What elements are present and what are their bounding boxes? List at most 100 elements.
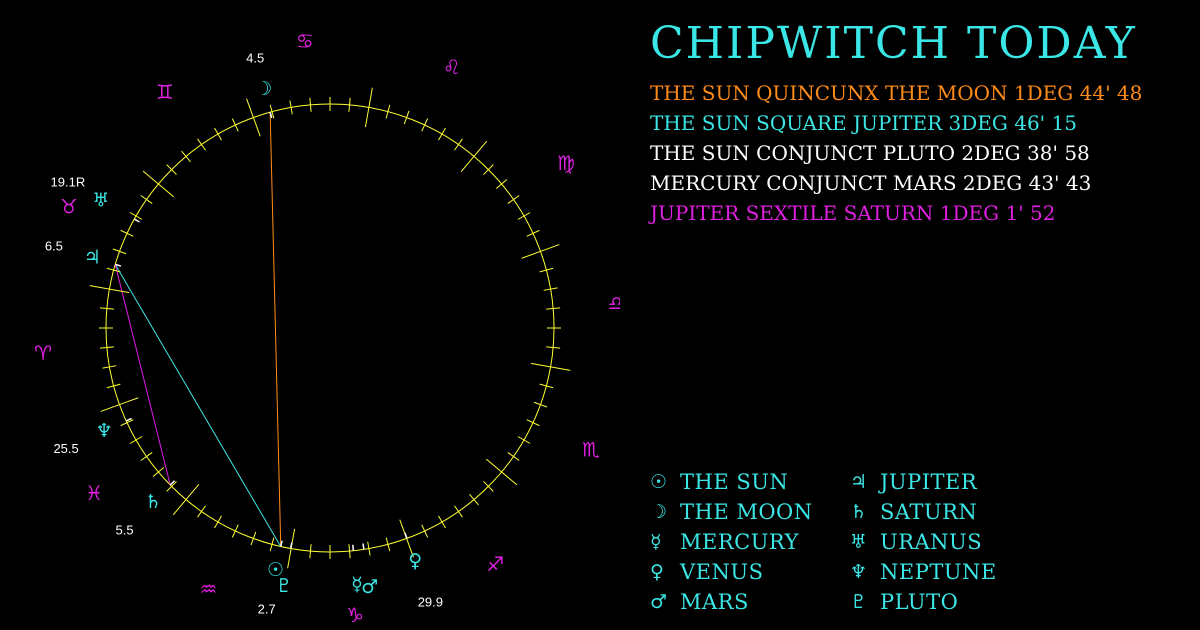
minor-tick	[546, 346, 561, 349]
legend-item: ♇PLUTO	[850, 587, 997, 617]
sun-moon-aspect-line	[269, 112, 282, 547]
minor-tick	[438, 515, 446, 529]
uranus-icon: ♅	[850, 531, 868, 553]
major-tick	[521, 244, 560, 259]
scorpio-icon: ♏	[582, 438, 600, 462]
sun-degree-label: 2.7	[258, 601, 276, 616]
zodiac-signs: ♈♉♊♋♌♍♎♏♐♑♒♓	[34, 29, 620, 627]
minor-tick	[546, 307, 561, 310]
sagittarius-icon: ♐	[486, 552, 504, 576]
neptune-position-marker	[125, 417, 132, 422]
minor-tick	[533, 401, 548, 408]
legend-item: ♂ MARS	[650, 587, 813, 617]
minor-tick	[231, 524, 239, 538]
minor-tick	[250, 531, 257, 546]
minor-tick	[495, 179, 508, 189]
minor-tick	[517, 436, 531, 444]
moon-icon: ☽	[255, 78, 272, 100]
uranus-icon: ♅	[93, 190, 110, 212]
minor-tick	[214, 515, 222, 529]
minor-tick	[483, 164, 494, 175]
legend-item: ♄ SATURN	[850, 497, 997, 527]
minor-tick	[517, 212, 531, 220]
minor-tick	[454, 505, 463, 518]
major-tick	[485, 458, 518, 486]
leo-icon: ♌	[443, 55, 461, 79]
minor-tick	[367, 541, 371, 556]
minor-tick	[152, 467, 165, 477]
minor-tick	[106, 383, 121, 389]
minor-tick	[197, 505, 206, 518]
minor-tick	[99, 307, 114, 310]
major-tick	[100, 397, 139, 412]
legend-label: NEPTUNE	[880, 560, 997, 584]
mars-icon: ♂	[650, 591, 668, 613]
planet-legend-left: ☉THE SUN☽THE MOON☿MERCURY♀VENUS♂MARS	[650, 467, 813, 617]
minor-tick	[438, 127, 446, 141]
aries-icon: ♈	[34, 341, 52, 365]
minor-tick	[214, 127, 222, 141]
minor-tick	[539, 383, 554, 389]
minor-tick	[543, 287, 558, 291]
aspect-item: THE SUN QUINCUNX THE MOON 1DEG 44' 48	[650, 81, 1143, 105]
cancer-icon: ♋	[296, 29, 314, 53]
legend-item: ♀VENUS	[650, 557, 813, 587]
minor-tick	[112, 248, 127, 255]
major-tick	[172, 483, 200, 516]
minor-tick	[166, 481, 177, 492]
jupiter-saturn-aspect-line	[114, 264, 171, 486]
moon-position-marker	[269, 111, 273, 119]
jupiter-position-marker	[115, 263, 122, 267]
mercury-icon: ☿	[650, 531, 662, 553]
minor-tick	[102, 365, 117, 369]
minor-tick	[348, 97, 351, 112]
moon-degree-label: 4.5	[246, 51, 264, 66]
mercury-position-marker	[352, 544, 355, 551]
legend-item: ♃ JUPITER	[850, 467, 997, 497]
sun-jupiter-aspect-line	[114, 264, 282, 547]
minor-tick	[99, 346, 114, 349]
virgo-icon: ♍	[557, 151, 575, 175]
aquarius-icon: ♒	[199, 577, 217, 601]
minor-tick	[120, 229, 134, 237]
minor-tick	[269, 104, 275, 119]
gemini-icon: ♊	[156, 80, 174, 104]
mercury-icon: ☿	[351, 574, 363, 596]
minor-tick	[140, 452, 153, 461]
minor-tick	[507, 452, 520, 461]
major-tick	[89, 285, 130, 294]
venus-degree-label: 29.9	[418, 595, 443, 610]
legend-label: JUPITER	[880, 470, 978, 494]
minor-tick	[526, 229, 540, 237]
sun-position-marker	[280, 540, 283, 547]
minor-tick	[539, 267, 554, 273]
venus-icon: ♀	[650, 561, 664, 583]
minor-tick	[483, 481, 494, 492]
minor-tick	[289, 100, 293, 115]
minor-tick	[129, 436, 143, 444]
minor-tick	[507, 195, 520, 204]
legend-label: URANUS	[880, 530, 983, 554]
aspect-item: THE SUN CONJUNCT PLUTO 2DEG 38' 58	[650, 141, 1090, 165]
minor-tick	[106, 267, 121, 273]
sun-icon: ☉	[650, 471, 668, 493]
mars-icon: ♂	[361, 576, 378, 598]
legend-label: MARS	[680, 590, 749, 614]
legend-label: SATURN	[880, 500, 978, 524]
jupiter-degree-label: 6.5	[45, 239, 63, 254]
venus-position-marker	[404, 532, 408, 539]
neptune-degree-label: 25.5	[53, 441, 78, 456]
legend-label: THE SUN	[680, 470, 789, 494]
page-title: CHIPWITCH TODAY	[650, 18, 1137, 69]
uranus-position-marker	[133, 218, 140, 223]
jupiter-icon: ♃	[850, 471, 868, 493]
legend-label: MERCURY	[680, 530, 799, 554]
neptune-icon: ♆	[96, 420, 113, 442]
mars-position-marker	[362, 543, 365, 550]
capricorn-icon: ♑	[346, 603, 364, 627]
saturn-icon: ♄	[850, 501, 868, 523]
major-tick	[530, 362, 571, 371]
minor-tick	[181, 150, 191, 163]
legend-item: ♅ URANUS	[850, 527, 997, 557]
minor-tick	[197, 138, 206, 151]
